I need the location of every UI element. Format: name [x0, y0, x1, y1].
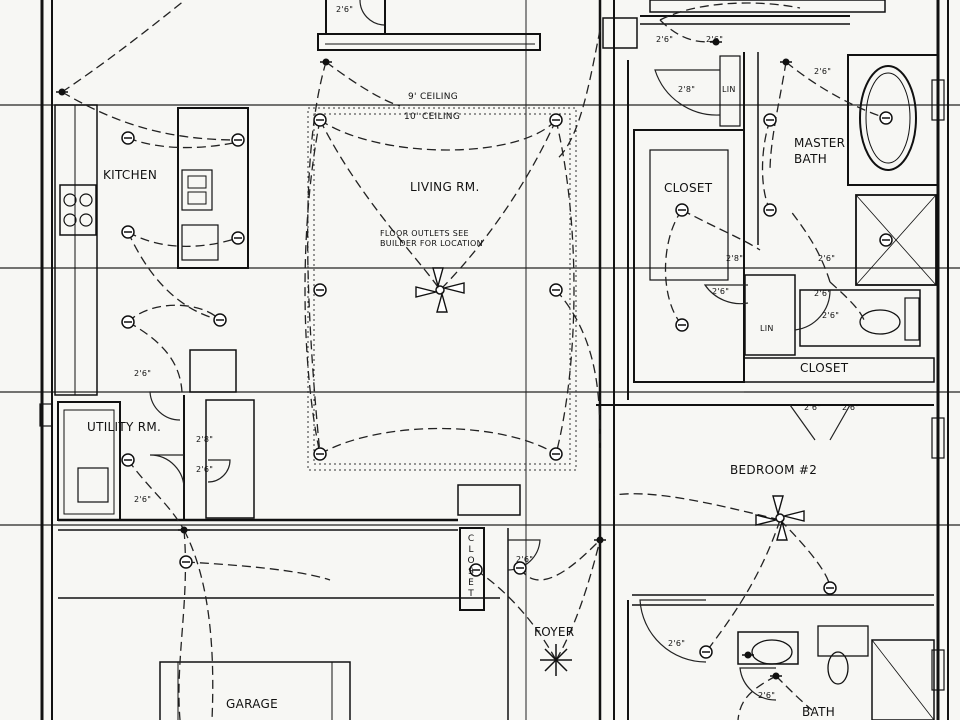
room-label-foyer-closet: CLOSET	[466, 534, 476, 600]
light-fixtures	[121, 111, 893, 659]
door-size-label: 2'6"	[656, 35, 674, 44]
room-label-linen-upper: LIN	[722, 85, 736, 94]
room-label-master-bath-2: BATH	[794, 152, 828, 166]
note-floor-outlets-1: FLOOR OUTLETS SEE	[380, 229, 469, 238]
room-label-linen-lower: LIN	[760, 324, 774, 333]
door-size-label: 2'8"	[726, 254, 744, 263]
door-size-label: 2'6"	[822, 311, 840, 320]
door-size-label: 2'8"	[678, 85, 696, 94]
master-suite-walls	[596, 52, 939, 406]
room-label-utility: UTILITY RM.	[87, 420, 162, 434]
door-size-label: 2'6"	[516, 555, 534, 564]
door-size-label: 2'6"	[842, 403, 860, 412]
door-size-label: 2'6"	[336, 5, 354, 14]
door-size-label: 2'6"	[712, 287, 730, 296]
garage-walls	[58, 597, 500, 720]
note-ceiling-10: 10' CEILING	[404, 112, 461, 122]
room-label-master-bath-1: MASTER	[794, 136, 846, 150]
door-size-label: 2'6"	[668, 639, 686, 648]
door-size-label: 2'6"	[814, 67, 832, 76]
note-ceiling-9: 9' CEILING	[408, 92, 459, 102]
kitchen-cabinets	[54, 104, 249, 396]
exterior-walls	[40, 0, 949, 720]
room-label-living: LIVING RM.	[410, 180, 480, 194]
outlets-switches	[55, 37, 793, 681]
room-label-closet-lower: CLOSET	[800, 361, 849, 375]
room-label-bath: BATH	[802, 705, 836, 719]
room-label-master-closet: CLOSET	[664, 181, 713, 195]
room-label-bedroom-2: BEDROOM #2	[730, 463, 818, 477]
door-size-label: 2'6"	[134, 495, 152, 504]
door-size-label: 2'6"	[814, 289, 832, 298]
room-label-kitchen: KITCHEN	[103, 168, 158, 182]
foyer-walls	[457, 484, 521, 720]
door-size-label: 2'6"	[706, 35, 724, 44]
door-size-label: 2'6"	[134, 369, 152, 378]
foyer-chandelier	[540, 644, 572, 676]
room-label-garage: GARAGE	[226, 697, 279, 711]
door-size-label: 2'6"	[818, 254, 836, 263]
door-size-label: 2'6"	[196, 465, 214, 474]
bedroom-bath-walls	[632, 594, 935, 720]
door-swings	[149, 0, 851, 701]
door-size-label: 2'6"	[758, 691, 776, 700]
room-label-foyer: FOYER	[534, 625, 575, 639]
door-size-label: 2'6"	[804, 403, 822, 412]
note-floor-outlets-2: BUILDER FOR LOCATION	[380, 239, 483, 248]
door-size-label: 2'8"	[196, 435, 214, 444]
utility-room-walls	[57, 349, 458, 531]
